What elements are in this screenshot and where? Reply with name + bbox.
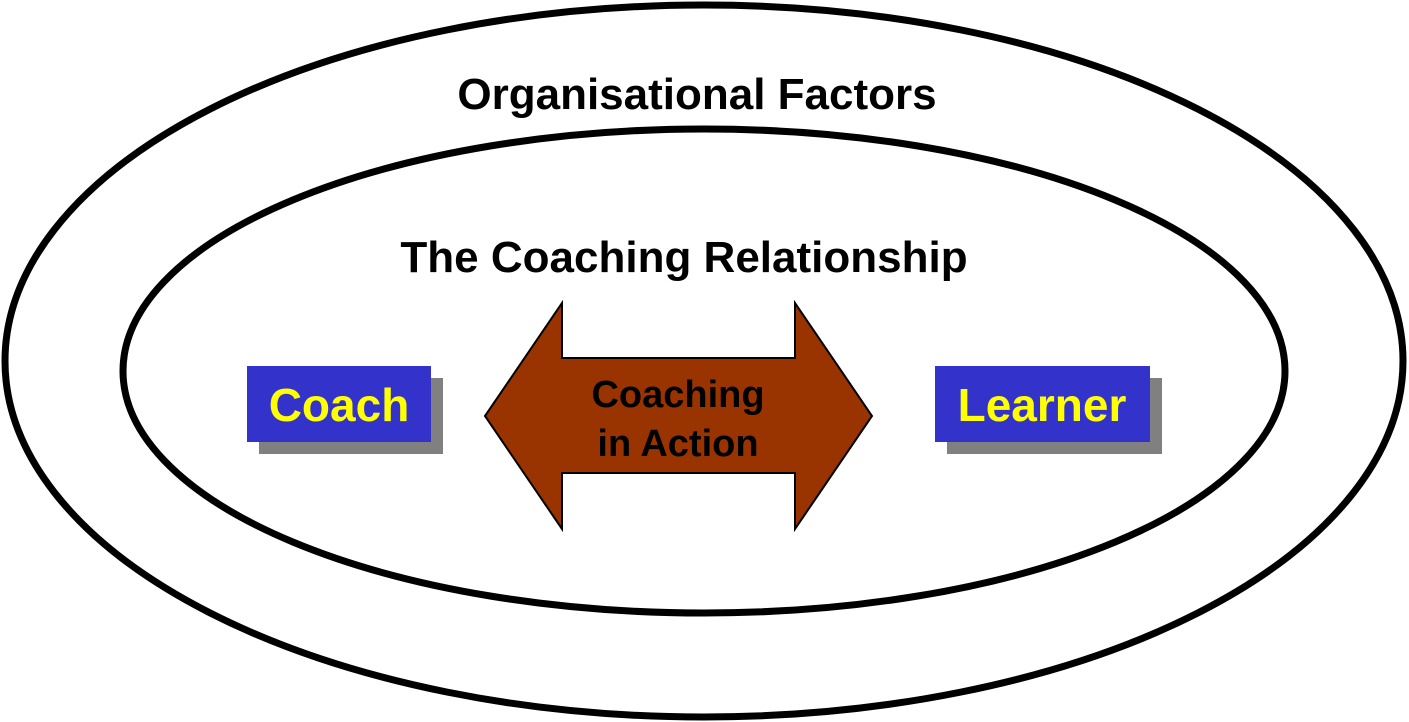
arrow-label-line1: Coaching	[591, 374, 764, 416]
learner-box	[935, 366, 1150, 442]
learner-node: Learner	[935, 366, 1162, 454]
inner-ellipse	[119, 125, 1289, 617]
coaching-in-action-arrow: Coaching in Action	[483, 299, 874, 533]
coach-node: Coach	[247, 366, 443, 454]
double-arrow-shape	[483, 299, 874, 533]
outer-ellipse-label: Organisational Factors	[457, 70, 936, 119]
coach-label: Coach	[269, 379, 410, 431]
coach-box	[247, 366, 431, 442]
learner-label: Learner	[958, 379, 1127, 431]
arrow-label-line2: in Action	[597, 423, 758, 465]
inner-ellipse-label: The Coaching Relationship	[400, 233, 967, 282]
